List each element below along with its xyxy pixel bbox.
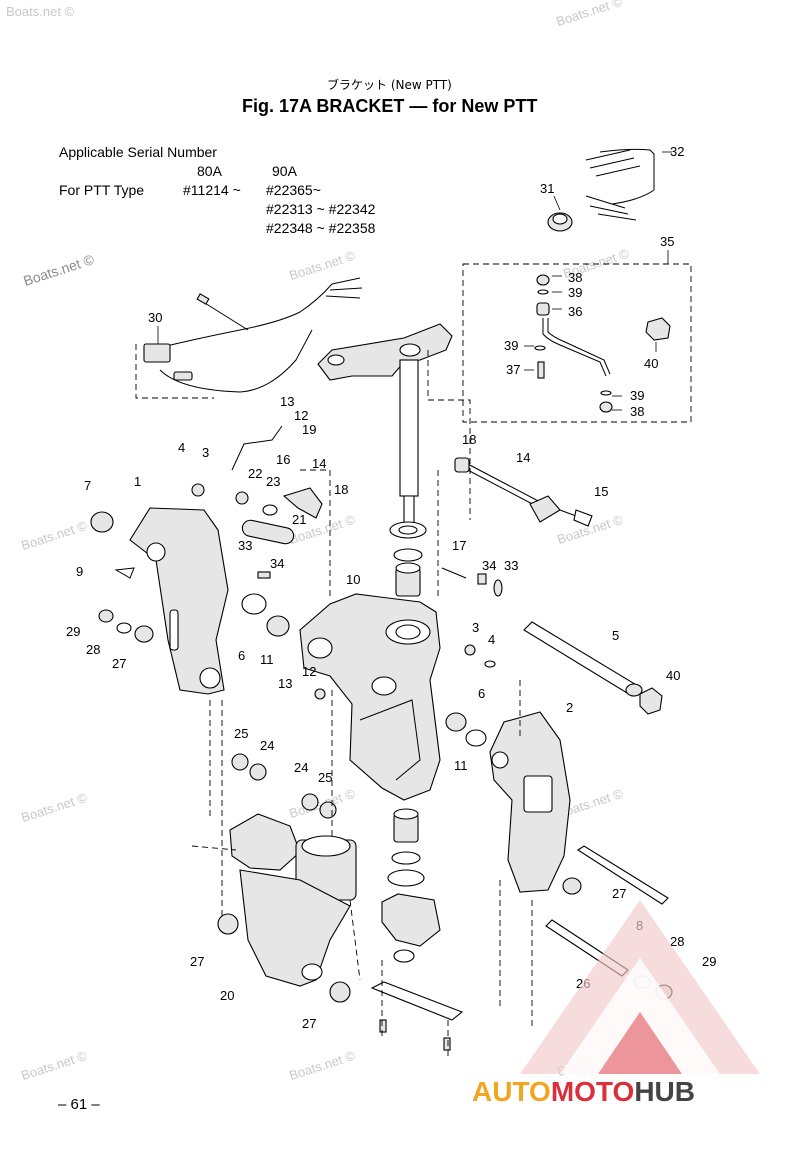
callout-27: 27: [112, 656, 126, 671]
callout-14: 14: [516, 450, 530, 465]
bushings-24-25: [231, 753, 337, 819]
callout-30: 30: [148, 310, 162, 325]
callout-10: 10: [346, 572, 360, 587]
serial-row-label: For PTT Type: [59, 182, 145, 198]
assembly-guide-lines: [191, 350, 533, 1060]
kit-35-box: [462, 263, 692, 423]
bottom-plate: [370, 981, 464, 1051]
callout-33: 33: [504, 558, 518, 573]
callout-18: 18: [462, 432, 476, 447]
steering-arm: [317, 323, 453, 527]
stern-bracket-2: [489, 711, 571, 893]
callout-12: 12: [294, 408, 308, 423]
callout-20: 20: [220, 988, 234, 1003]
callout-18: 18: [334, 482, 348, 497]
callout-29: 29: [702, 954, 716, 969]
japanese-title: ブラケット (New PTT): [327, 78, 452, 92]
callout-29: 29: [66, 624, 80, 639]
callout-3: 3: [202, 445, 209, 460]
grommet-31: [547, 195, 573, 232]
callout-24: 24: [294, 760, 308, 775]
callout-11: 11: [260, 652, 274, 667]
callout-40: 40: [666, 668, 680, 683]
wiring-30: [135, 277, 363, 399]
swivel-bracket-10: [299, 593, 441, 801]
callout-14: 14: [312, 456, 326, 471]
callout-12: 12: [302, 664, 316, 679]
callout-16: 16: [276, 452, 290, 467]
callout-39: 39: [630, 388, 644, 403]
callout-28: 28: [670, 934, 684, 949]
left-small-parts: [90, 425, 503, 747]
callout-27: 27: [612, 886, 626, 901]
callout-35: 35: [660, 234, 674, 249]
serial-label: Applicable Serial Number: [59, 144, 217, 160]
callout-25: 25: [234, 726, 248, 741]
callout-27: 27: [190, 954, 204, 969]
callout-34: 34: [270, 556, 284, 571]
callout-24: 24: [260, 738, 274, 753]
callout-15: 15: [594, 484, 608, 499]
callout-1: 1: [134, 474, 141, 489]
callout-31: 31: [540, 181, 554, 196]
callout-17: 17: [452, 538, 466, 553]
callout-39: 39: [504, 338, 518, 353]
callout-7: 7: [84, 478, 91, 493]
rod-14: [454, 457, 593, 527]
callout-5: 5: [612, 628, 619, 643]
callout-22: 22: [248, 466, 262, 481]
callout-21: 21: [292, 512, 306, 527]
wiring-harness-32: [585, 148, 672, 221]
kit-35-parts: [524, 274, 671, 413]
callout-13: 13: [280, 394, 294, 409]
callout-19: 19: [302, 422, 316, 437]
callout-labels: 1 2 3 3 4 4 5 6 6 7 8 9 10 11 11 12 12 1…: [66, 144, 716, 1031]
callout-38: 38: [568, 270, 582, 285]
stern-bracket-1: [129, 507, 229, 695]
brand-logo-text: AUTOMOTOHUB: [472, 1076, 695, 1108]
serial-col2-value-2: #22313 ~ #22342: [266, 201, 376, 217]
callout-38: 38: [630, 404, 644, 419]
ptt-unit-20: [217, 813, 357, 1003]
callout-33: 33: [238, 538, 252, 553]
callout-11: 11: [454, 758, 468, 773]
callout-39: 39: [568, 285, 582, 300]
serial-col2-value-3: #22348 ~ #22358: [266, 220, 376, 236]
callout-23: 23: [266, 474, 280, 489]
brand-auto: AUTO: [472, 1076, 551, 1107]
brand-moto: MOTO: [550, 1076, 635, 1107]
lower-bushing-stack: [381, 808, 441, 963]
rod-8: [562, 845, 669, 905]
callout-4: 4: [178, 440, 185, 455]
serial-col2-head: 90A: [272, 163, 297, 179]
serial-col2-value-1: #22365~: [266, 182, 321, 198]
callout-4: 4: [488, 632, 495, 647]
tilt-tube-5: [523, 621, 663, 715]
callout-6: 6: [238, 648, 245, 663]
callout-27: 27: [302, 1016, 316, 1031]
callout-37: 37: [506, 362, 520, 377]
callout-9: 9: [76, 564, 83, 579]
serial-col1-head: 80A: [197, 163, 222, 179]
brand-logo-mark: [520, 900, 760, 1074]
callout-3: 3: [472, 620, 479, 635]
callout-2: 2: [566, 700, 573, 715]
callout-36: 36: [568, 304, 582, 319]
callout-28: 28: [86, 642, 100, 657]
serial-col1-value: #11214 ~: [183, 182, 241, 198]
brand-hub: HUB: [634, 1076, 695, 1107]
callout-6: 6: [478, 686, 485, 701]
watermark: Boats.net ©: [6, 4, 75, 19]
callout-34: 34: [482, 558, 496, 573]
figure-title: Fig. 17A BRACKET — for New PTT: [242, 96, 538, 116]
callout-32: 32: [670, 144, 684, 159]
callout-40: 40: [644, 356, 658, 371]
shaft-washers: [389, 521, 427, 597]
callout-25: 25: [318, 770, 332, 785]
page-number: – 61 –: [58, 1096, 100, 1113]
callout-13: 13: [278, 676, 292, 691]
